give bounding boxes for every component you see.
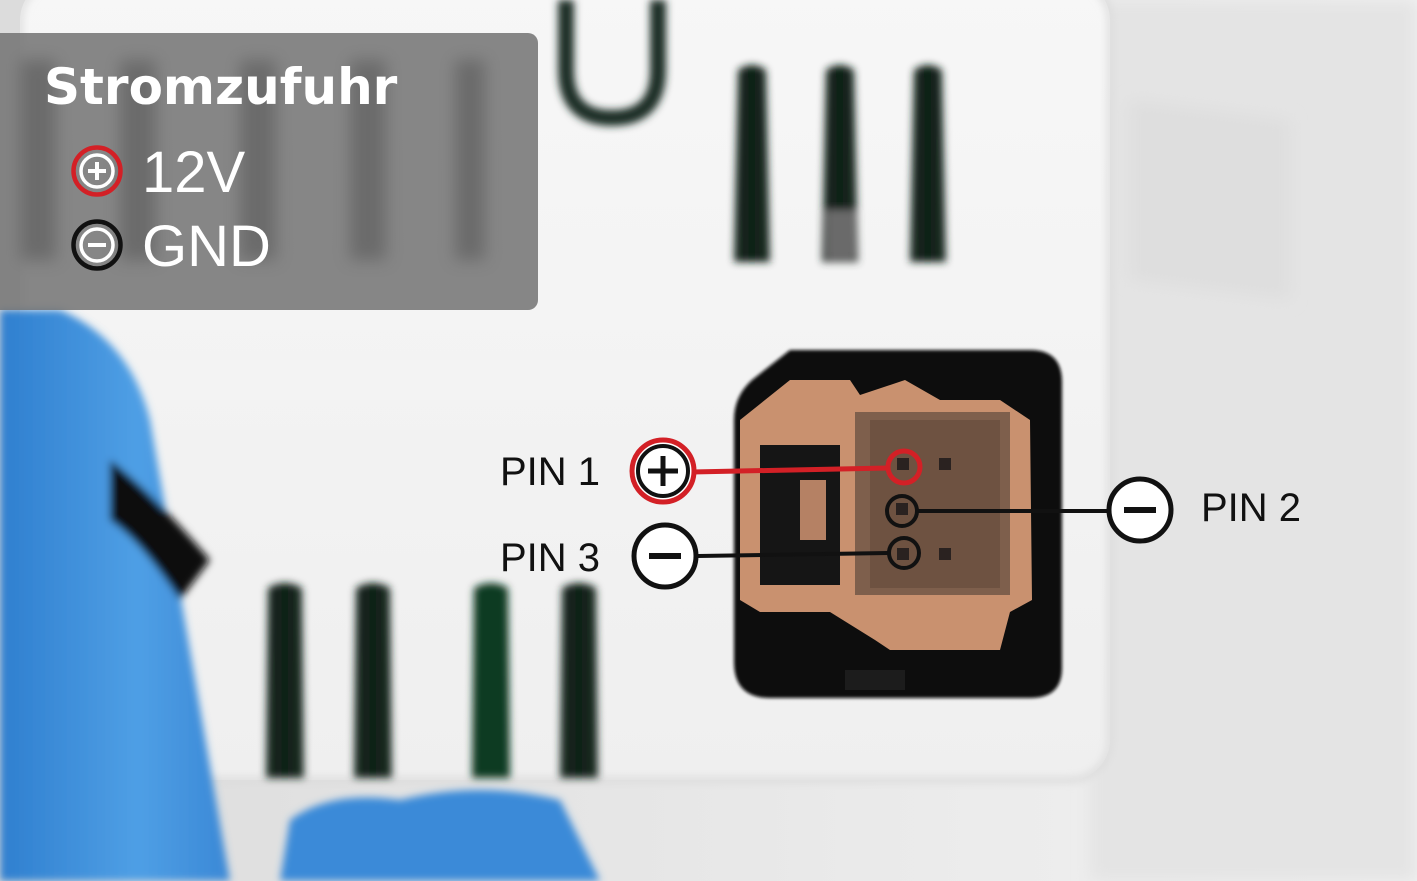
connector-tab-bottom [845, 670, 905, 690]
pin-2-label: PIN 2 [1201, 486, 1302, 530]
pin1-target-ring [885, 448, 923, 486]
connector-pin-1b [939, 458, 951, 470]
connector-latch-arm [800, 480, 826, 540]
pin-callouts [629, 437, 1174, 590]
plus-circle-icon [629, 437, 697, 505]
legend-label-gnd: GND [142, 214, 271, 279]
legend-title: Stromzufuhr [44, 58, 398, 116]
top-vent-3 [910, 65, 946, 262]
pin-1-label: PIN 1 [500, 450, 601, 494]
connector-pin-1 [897, 458, 909, 470]
pin3-target-ring [887, 536, 921, 570]
background-shape [1130, 100, 1290, 300]
top-vents [734, 65, 946, 262]
minus-circle-icon [71, 219, 123, 271]
bottom-vent-2 [354, 583, 392, 778]
pin1-leader-line [691, 465, 889, 475]
top-vent-2-mark [826, 210, 856, 260]
legend-label-12v: 12V [142, 140, 246, 205]
plus-circle-icon [71, 145, 123, 197]
top-clip [558, 0, 666, 127]
top-vent-1 [734, 65, 770, 262]
connector-pin-3 [897, 548, 909, 560]
minus-circle-icon [631, 522, 699, 590]
bottom-vent-4 [560, 583, 598, 778]
connector-pin-3b [939, 548, 951, 560]
pin2-target-ring [885, 494, 919, 528]
bottom-vent-3 [472, 583, 510, 778]
pin-3-label: PIN 3 [500, 536, 601, 580]
minus-circle-icon [1106, 476, 1174, 544]
bottom-vents [266, 583, 598, 778]
bottom-vent-1 [266, 583, 304, 778]
pin3-leader-line [697, 551, 889, 558]
blue-cable [0, 310, 600, 881]
connector-pin-2 [896, 503, 908, 515]
